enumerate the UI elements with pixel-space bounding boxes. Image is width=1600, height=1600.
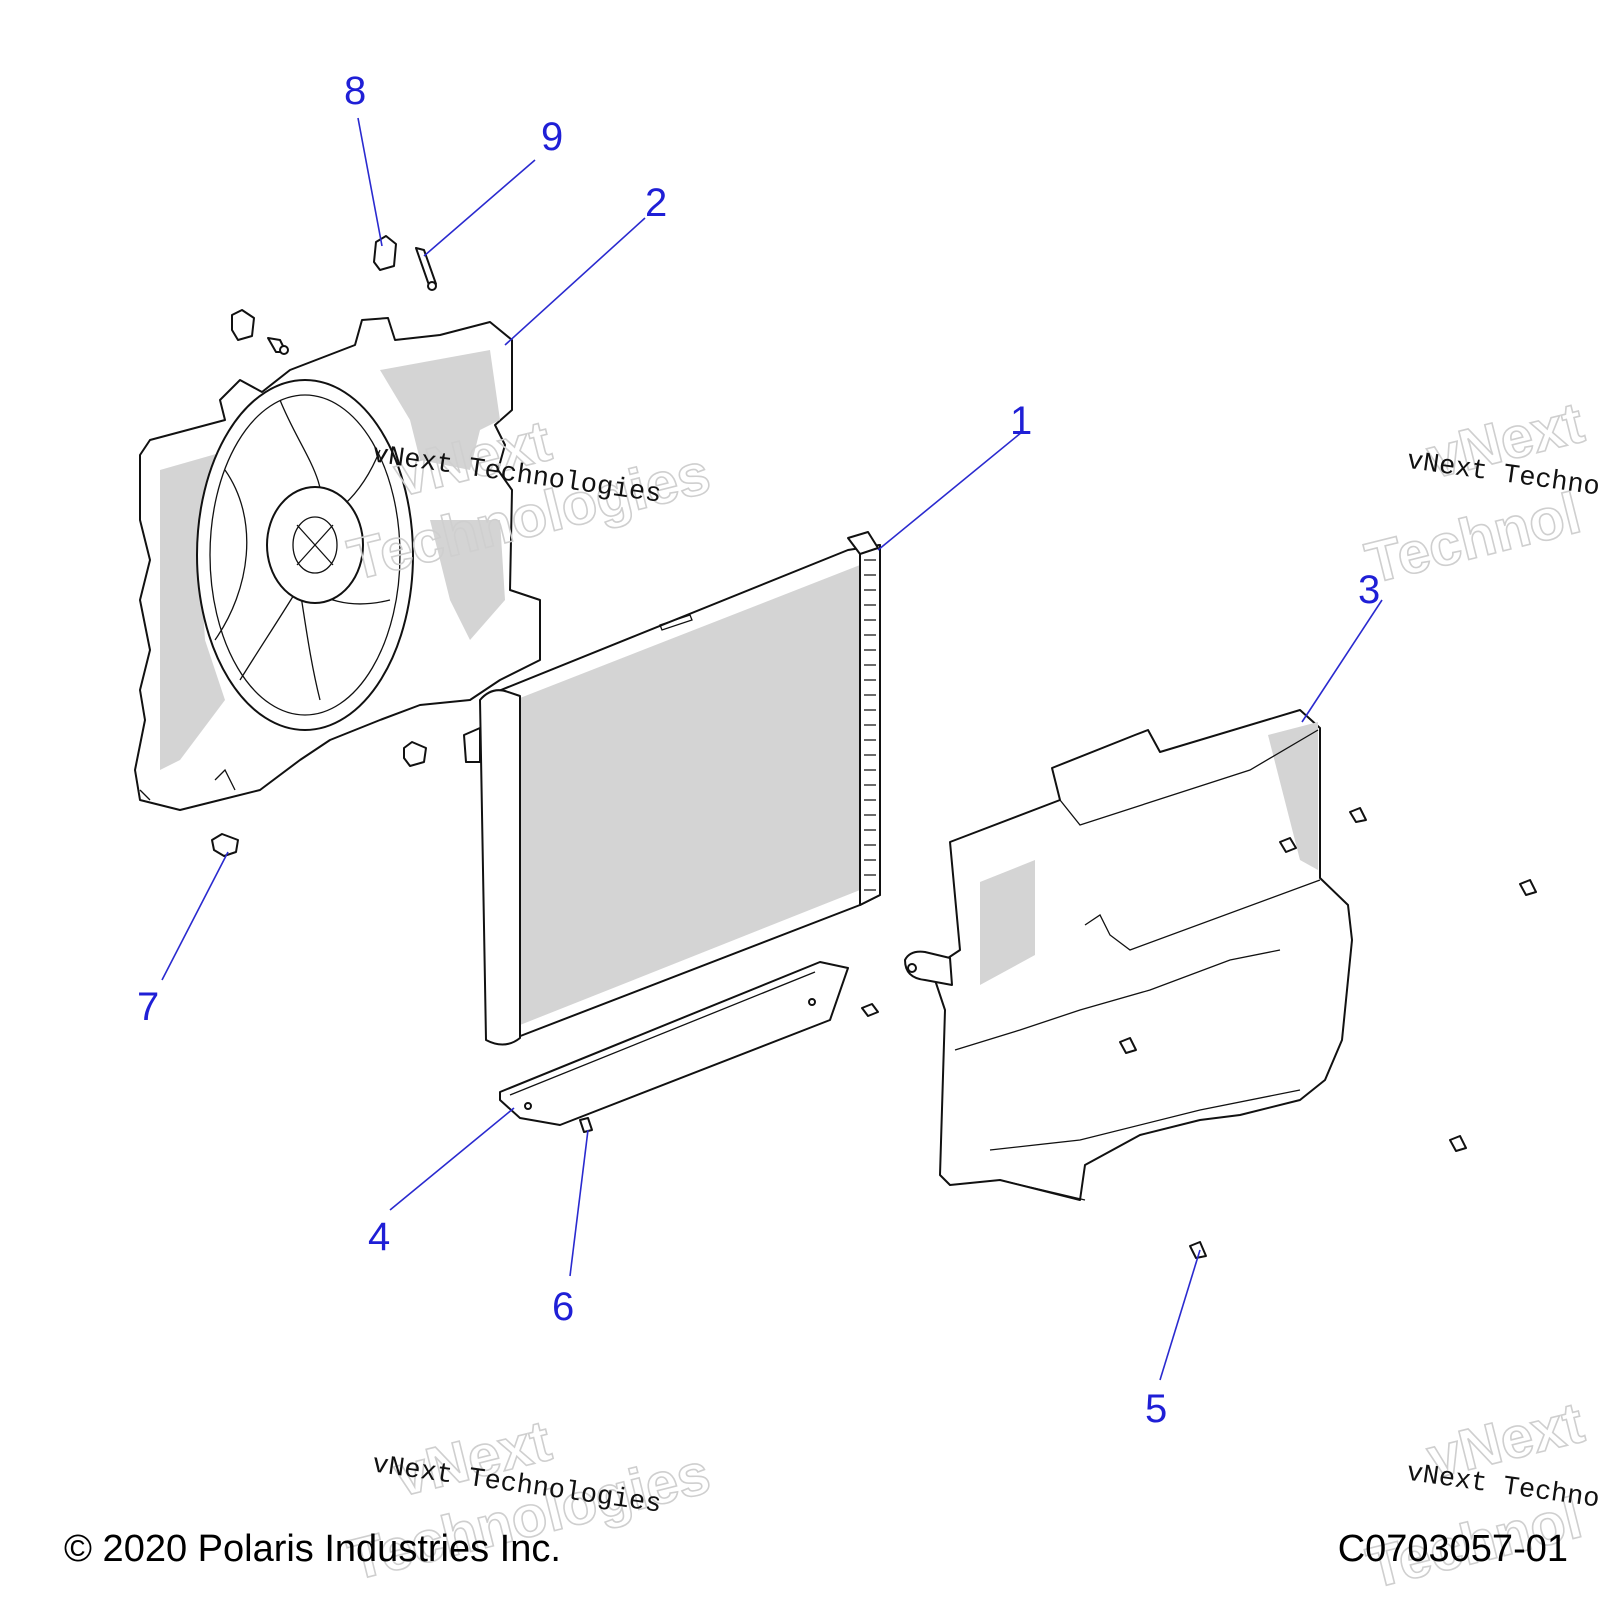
callout-8: 8 [344, 69, 366, 113]
leader-6 [569, 1129, 589, 1277]
callout-5: 5 [1145, 1387, 1167, 1431]
leader-1 [877, 431, 1023, 551]
leader-2 [504, 217, 646, 346]
bolt-9 [415, 247, 437, 291]
callout-9: 9 [541, 115, 563, 159]
grommet-upper-left [231, 309, 255, 341]
callout-4: 4 [368, 1215, 390, 1259]
leader-5 [1159, 1249, 1201, 1381]
leader-7 [161, 851, 229, 981]
callout-3: 3 [1358, 568, 1380, 612]
bolt-5 [1189, 1241, 1207, 1259]
bolt-duct-3 [1519, 879, 1537, 896]
leader-3 [1301, 599, 1383, 723]
grommet-lower-middle [403, 741, 427, 767]
leader-9 [423, 159, 536, 257]
callout-6: 6 [552, 1285, 574, 1329]
grommet-7 [211, 833, 239, 857]
watermark-top-right: vNext Technol vNext Techno [1359, 389, 1600, 597]
radiator [463, 531, 881, 1046]
bolt-upper-left [267, 337, 289, 355]
bolt-duct-4 [1119, 1037, 1137, 1054]
bolt-right-of-radiator [861, 1003, 879, 1017]
lower-bracket [499, 961, 849, 1126]
bolt-6 [579, 1117, 593, 1133]
grommet-8 [373, 235, 397, 271]
watermark-outline-partial-bottom: Technol [1359, 480, 1586, 596]
callout-2: 2 [645, 181, 667, 225]
radiator-duct [904, 709, 1353, 1201]
fan-shroud-assembly [134, 317, 541, 811]
leader-8 [357, 117, 383, 247]
bolt-duct-2 [1349, 807, 1367, 823]
callout-7: 7 [137, 985, 159, 1029]
copyright-notice: © 2020 Polaris Industries Inc. [64, 1528, 561, 1570]
leader-4 [389, 1107, 515, 1211]
bolt-duct-5 [1449, 1135, 1467, 1152]
bolt-duct-1 [1279, 837, 1297, 853]
callout-1: 1 [1010, 399, 1032, 443]
drawing-number: C0703057-01 [1337, 1528, 1568, 1570]
